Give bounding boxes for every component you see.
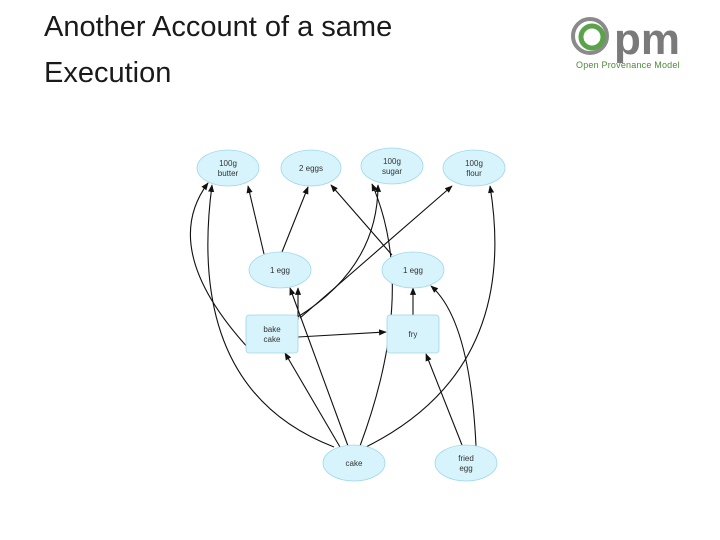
node-label-egg1b: 1 egg — [403, 266, 423, 275]
node-shape-egg1a — [248, 251, 312, 289]
node-label-bake: bake — [263, 325, 281, 334]
node-label-eggs2: 2 eggs — [299, 164, 323, 173]
slide-title: Another Account of a same Execution — [44, 11, 393, 89]
node-label-friedegg: egg — [459, 464, 472, 473]
node-label-fry: fry — [409, 330, 418, 339]
edge-bake-to-sugar — [295, 184, 382, 319]
node-fry: fry — [386, 314, 440, 354]
logo-caption: Open Provenance Model — [576, 60, 680, 70]
node-egg1a: 1 egg — [248, 251, 312, 289]
edge-egg1a-to-eggs2 — [281, 186, 309, 253]
edge-friedegg-to-fry — [425, 353, 463, 446]
edge-bake-to-fry — [297, 329, 387, 338]
node-label-sugar: sugar — [382, 167, 402, 176]
node-label-cake: cake — [346, 459, 363, 468]
node-label-egg1a: 1 egg — [270, 266, 290, 275]
edge-egg1a-to-butter — [246, 185, 265, 255]
edge-cake-to-egg1a — [289, 287, 349, 447]
edge-friedegg-to-egg1b — [430, 285, 477, 447]
node-shape-eggs2 — [280, 149, 342, 187]
node-shape-cake — [322, 444, 386, 482]
edge-bake-to-flour — [299, 185, 453, 319]
node-label-bake: cake — [264, 335, 281, 344]
node-shape-egg1b — [381, 251, 445, 289]
node-shape-fry — [386, 314, 440, 354]
edge-bake-to-butter — [189, 182, 251, 351]
edge-cake-to-butter — [207, 184, 335, 448]
node-shape-sugar — [360, 147, 424, 185]
node-cake: cake — [322, 444, 386, 482]
node-shape-friedegg — [434, 444, 498, 482]
node-label-sugar: 100g — [383, 157, 401, 166]
edge-egg1b-to-eggs2 — [330, 184, 393, 256]
node-shape-butter — [196, 149, 260, 187]
node-label-flour: flour — [466, 169, 482, 178]
edge-cake-to-bake — [284, 352, 341, 448]
node-label-friedegg: fried — [458, 454, 474, 463]
opm-logo-icon: pm — [571, 15, 680, 64]
node-label-butter: 100g — [219, 159, 237, 168]
node-egg1b: 1 egg — [381, 251, 445, 289]
node-shape-flour — [442, 149, 506, 187]
edge-cake-to-flour — [365, 185, 496, 448]
node-label-butter: butter — [218, 169, 239, 178]
edge-cake-to-sugar — [359, 183, 393, 447]
node-label-flour: 100g — [465, 159, 483, 168]
node-shape-bake — [245, 314, 299, 354]
node-eggs2: 2 eggs — [280, 149, 342, 187]
logo-letters: pm — [614, 15, 680, 64]
